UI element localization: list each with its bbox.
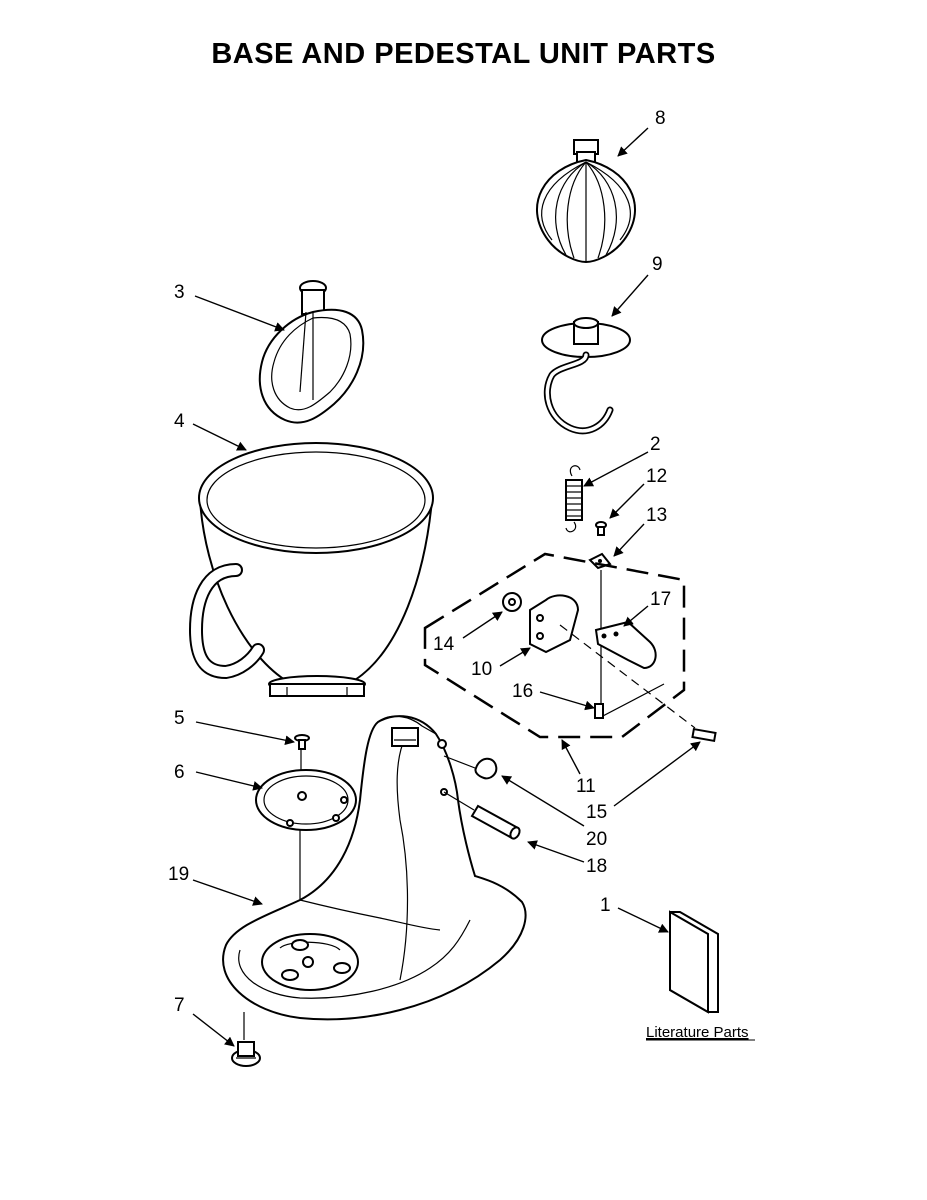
callout-17: 17: [650, 589, 671, 610]
literature-parts-label: Literature Parts: [646, 1024, 749, 1041]
callout-11: 11: [576, 776, 596, 797]
screw-part: [294, 734, 310, 750]
callout-13: 13: [646, 505, 667, 526]
callout-3: 3: [174, 282, 185, 303]
callout-14: 14: [433, 634, 455, 655]
callout-10: 10: [471, 659, 492, 680]
part-14-washer: [502, 592, 522, 612]
callout-12: 12: [646, 466, 667, 487]
callout-15: 15: [586, 802, 607, 823]
callout-2: 2: [650, 434, 661, 455]
callout-4: 4: [174, 411, 185, 432]
bowl-clamping-plate-part: [255, 769, 357, 831]
callout-18: 18: [586, 856, 607, 877]
callout-8: 8: [655, 108, 666, 129]
flat-beater-part: [258, 280, 365, 424]
lever-part: [594, 620, 657, 670]
page-title: BASE AND PEDESTAL UNIT PARTS: [211, 38, 716, 70]
pin-part: [691, 727, 717, 743]
bowl-part: [188, 442, 434, 697]
small-screw-part: [595, 521, 607, 536]
hinge-bracket-part: [529, 594, 580, 654]
literature-part: [669, 910, 719, 1014]
foot-part: [231, 1041, 261, 1067]
dough-hook-part: [541, 317, 631, 435]
hinge-pin-part: [470, 804, 521, 840]
callout-7: 7: [174, 995, 185, 1016]
spring-part: [565, 465, 583, 533]
callout-19: 19: [168, 864, 189, 885]
callout-1: 1: [600, 895, 611, 916]
rod-part: [594, 683, 665, 719]
callout-9: 9: [652, 254, 663, 275]
wire-whip-part: [536, 139, 636, 264]
callout-20: 20: [586, 829, 607, 850]
plug-part: [474, 757, 498, 780]
callout-16: 16: [512, 681, 533, 702]
pedestal-part: [222, 715, 527, 1021]
callout-6: 6: [174, 762, 185, 783]
callout-5: 5: [174, 708, 185, 729]
leader-lines: [192, 127, 701, 1047]
